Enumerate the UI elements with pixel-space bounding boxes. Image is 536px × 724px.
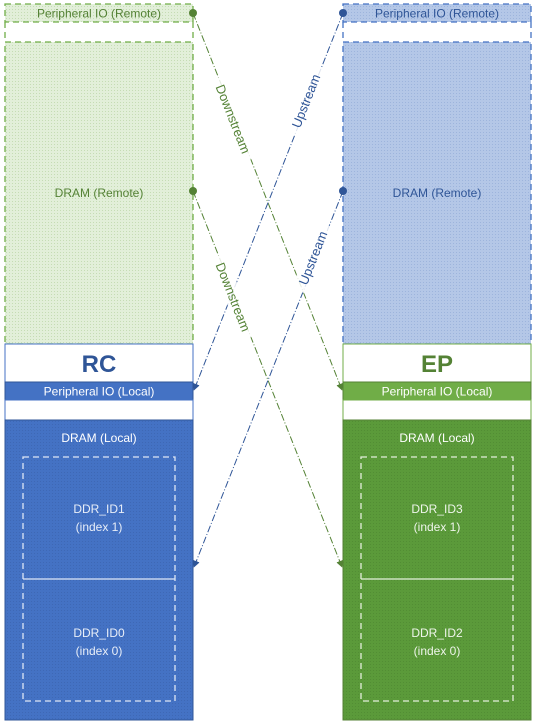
upstream-label-1: Upstream bbox=[289, 72, 324, 130]
rc-dram-remote-box bbox=[4, 41, 194, 345]
ep-column: Peripheral IO (Remote) DRAM (Remote) EP … bbox=[342, 3, 532, 721]
rc-ddr-lower-index: (index 0) bbox=[76, 644, 123, 658]
upstream-peripheral-arrow bbox=[193, 12, 344, 391]
ep-peripheral-remote-label: Peripheral IO (Remote) bbox=[375, 7, 499, 21]
upstream-label-2: Upstream bbox=[296, 229, 331, 287]
downstream-peripheral-arrow bbox=[192, 12, 343, 391]
upstream-dram-origin-dot bbox=[339, 187, 347, 195]
upstream-peripheral-origin-dot bbox=[339, 9, 347, 17]
ep-ddr-upper-index: (index 1) bbox=[414, 520, 461, 534]
rc-title: RC bbox=[82, 351, 117, 378]
rc-dram-remote-label: DRAM (Remote) bbox=[55, 186, 144, 200]
ep-dram-local-label: DRAM (Local) bbox=[399, 431, 474, 445]
downstream-dram-origin-dot bbox=[189, 187, 197, 195]
rc-column: Peripheral IO (Remote) DRAM (Remote) RC … bbox=[4, 3, 194, 721]
ep-ddr-lower-name: DDR_ID2 bbox=[411, 626, 463, 640]
downstream-dram-arrow bbox=[192, 190, 343, 568]
rc-dram-local-box bbox=[4, 419, 194, 721]
ep-ddr-lower-index: (index 0) bbox=[414, 644, 461, 658]
downstream-label-1: Downstream bbox=[213, 82, 254, 155]
downstream-label-2: Downstream bbox=[213, 260, 254, 333]
rc-ddr-upper-name: DDR_ID1 bbox=[73, 502, 125, 516]
ep-dram-remote-label: DRAM (Remote) bbox=[393, 186, 482, 200]
ep-ddr-upper-name: DDR_ID3 bbox=[411, 502, 463, 516]
downstream-peripheral-origin-dot bbox=[189, 9, 197, 17]
ep-peripheral-local-label: Peripheral IO (Local) bbox=[382, 385, 493, 399]
rc-peripheral-remote-label: Peripheral IO (Remote) bbox=[37, 7, 161, 21]
rc-ddr-lower-name: DDR_ID0 bbox=[73, 626, 125, 640]
rc-dram-local-label: DRAM (Local) bbox=[61, 431, 136, 445]
rc-peripheral-local-label: Peripheral IO (Local) bbox=[44, 385, 155, 399]
upstream-dram-arrow bbox=[193, 190, 344, 568]
ep-dram-remote-box bbox=[342, 41, 532, 345]
ep-dram-local-box bbox=[342, 419, 532, 721]
rc-peripheral-remote-box bbox=[4, 3, 194, 23]
rc-ddr-upper-index: (index 1) bbox=[76, 520, 123, 534]
ep-title: EP bbox=[421, 351, 453, 378]
mapping-arrows: Downstream Downstream Upstream Upstream bbox=[189, 9, 347, 568]
